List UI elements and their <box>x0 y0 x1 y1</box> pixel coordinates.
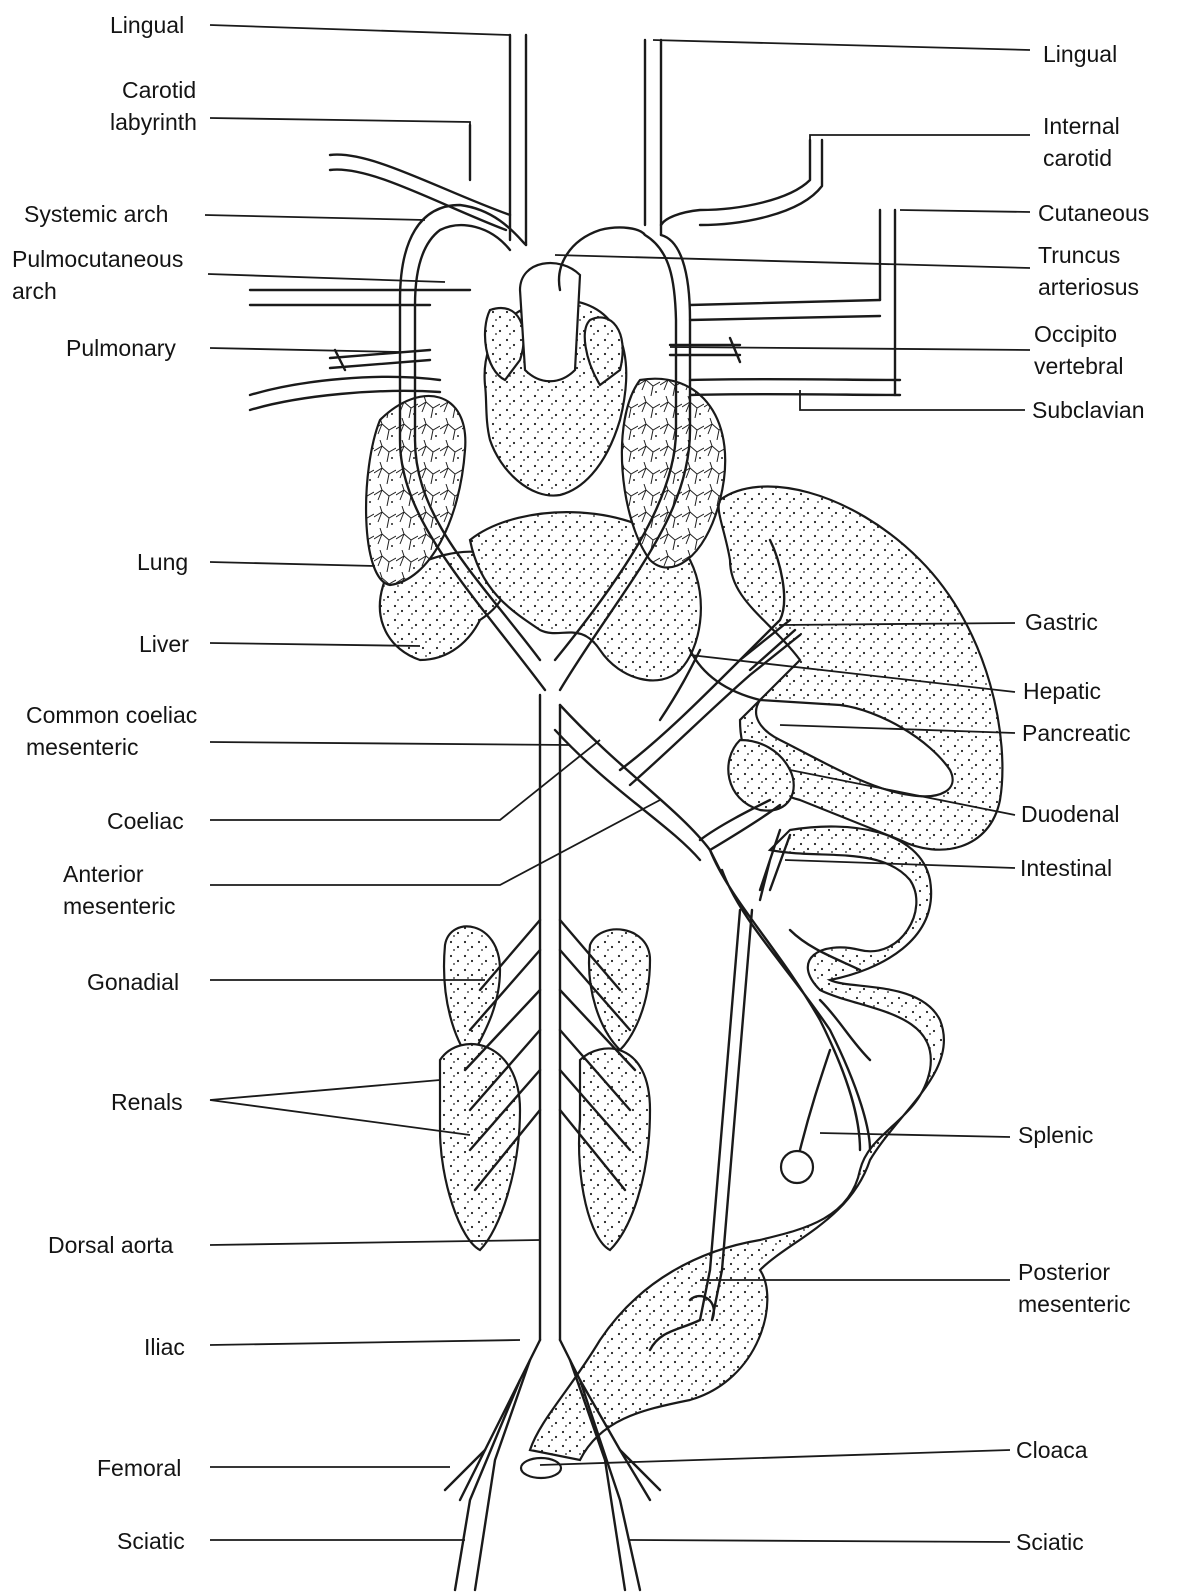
label-hepatic: Hepatic <box>1023 678 1101 704</box>
label-occipito-vertebral: Occipito <box>1034 321 1117 347</box>
arterial-vessels <box>250 35 900 1590</box>
label-truncus-arteriosus-2: arteriosus <box>1038 274 1139 300</box>
label-gonadial: Gonadial <box>87 969 179 995</box>
label-anterior-mesenteric-2: mesenteric <box>63 893 175 919</box>
label-truncus-arteriosus: Truncus <box>1038 242 1120 268</box>
label-sciatic-right: Sciatic <box>1016 1529 1084 1555</box>
label-common-coeliac-mesenteric: Common coeliac <box>26 702 197 728</box>
labels-right: Lingual Internal carotid Cutaneous Trunc… <box>1016 41 1149 1555</box>
label-duodenal: Duodenal <box>1021 801 1119 827</box>
label-anterior-mesenteric: Anterior <box>63 861 144 887</box>
label-femoral: Femoral <box>97 1455 181 1481</box>
label-dorsal-aorta: Dorsal aorta <box>48 1232 173 1258</box>
label-pancreatic: Pancreatic <box>1022 720 1131 746</box>
label-lingual-right: Lingual <box>1043 41 1117 67</box>
label-internal-carotid: Internal <box>1043 113 1120 139</box>
label-cutaneous: Cutaneous <box>1038 200 1149 226</box>
label-renals: Renals <box>111 1089 183 1115</box>
label-posterior-mesenteric: Posterior <box>1018 1259 1110 1285</box>
label-splenic: Splenic <box>1018 1122 1093 1148</box>
label-carotid-labyrinth: Carotid <box>122 77 196 103</box>
label-occipito-vertebral-2: vertebral <box>1034 353 1123 379</box>
label-systemic-arch: Systemic arch <box>24 201 168 227</box>
label-subclavian: Subclavian <box>1032 397 1145 423</box>
label-posterior-mesenteric-2: mesenteric <box>1018 1291 1130 1317</box>
label-lung: Lung <box>137 549 188 575</box>
heart <box>485 263 627 496</box>
label-coeliac: Coeliac <box>107 808 184 834</box>
label-intestinal: Intestinal <box>1020 855 1112 881</box>
label-pulmocutaneous-arch-2: arch <box>12 278 57 304</box>
label-pulmonary: Pulmonary <box>66 335 176 361</box>
label-internal-carotid-2: carotid <box>1043 145 1112 171</box>
label-liver: Liver <box>139 631 189 657</box>
label-sciatic-left: Sciatic <box>117 1528 185 1554</box>
label-gastric: Gastric <box>1025 609 1098 635</box>
label-iliac: Iliac <box>144 1334 185 1360</box>
label-cloaca: Cloaca <box>1016 1437 1088 1463</box>
label-lingual-left: Lingual <box>110 12 184 38</box>
kidneys-and-gonads <box>440 926 650 1250</box>
labels-left: Lingual Carotid labyrinth Systemic arch … <box>12 12 197 1554</box>
label-common-coeliac-mesenteric-2: mesenteric <box>26 734 138 760</box>
label-carotid-labyrinth-2: labyrinth <box>110 109 197 135</box>
label-pulmocutaneous-arch: Pulmocutaneous <box>12 246 183 272</box>
